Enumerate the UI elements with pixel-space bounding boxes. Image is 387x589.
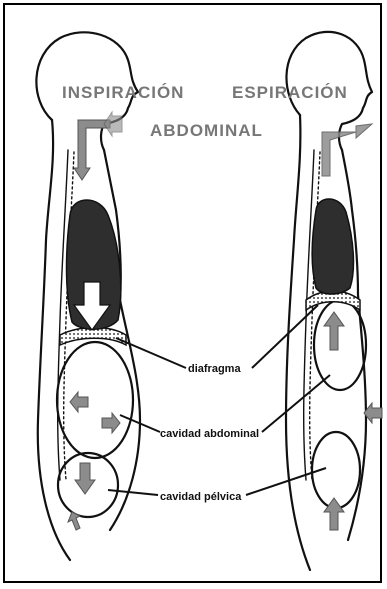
- right-pelvis-up-arrow: [324, 498, 344, 530]
- right-back-outline: [286, 115, 310, 570]
- left-small-arrow: [68, 512, 80, 530]
- pelvic-cavity-label: cavidad pélvica: [160, 491, 242, 503]
- left-abdominal-cavity: [57, 342, 133, 458]
- diaphragm-leader-right: [252, 305, 318, 368]
- pelvic-leader-left: [108, 490, 158, 495]
- right-lung: [312, 199, 353, 294]
- right-front-outline: [342, 150, 366, 540]
- left-abdomen-out-arrow: [70, 392, 88, 412]
- expiration-title: ESPIRACIÓN: [232, 83, 348, 102]
- leader-lines: [108, 305, 330, 495]
- right-diaphragm-up-arrow: [324, 312, 344, 350]
- diaphragm-label: diafragma: [188, 363, 241, 375]
- diaphragm-leader-left: [116, 338, 186, 368]
- abdominal-leader-right: [262, 375, 330, 432]
- inspiration-title: INSPIRACIÓN: [62, 83, 184, 102]
- left-nose-arrow: [104, 112, 122, 136]
- left-abdomen-front-arrow: [102, 413, 120, 433]
- right-abdominal-cavity: [314, 300, 366, 390]
- abdominal-cavity-label: cavidad abdominal: [160, 428, 259, 440]
- right-airway-arrow: [322, 124, 372, 176]
- left-pelvis-down-arrow: [75, 463, 95, 494]
- abdominal-title: ABDOMINAL: [150, 121, 263, 140]
